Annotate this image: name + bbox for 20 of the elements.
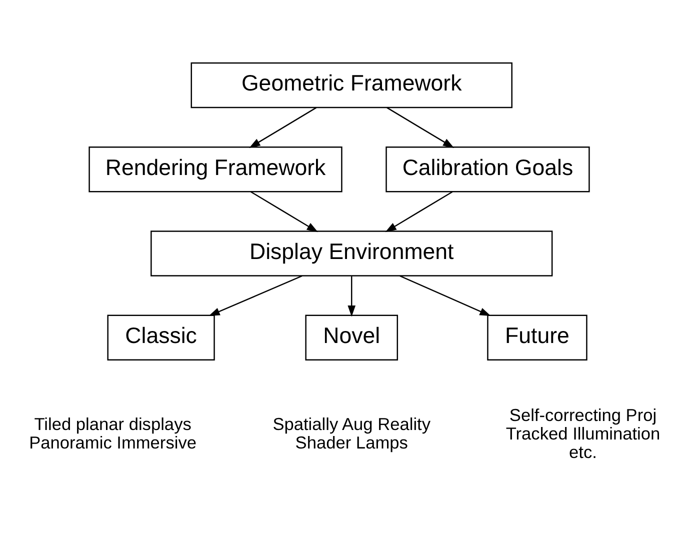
node-label: etc. [569, 442, 597, 462]
arrow [249, 107, 317, 148]
node-label: Shader Lamps [295, 432, 408, 453]
node-box: Display Environment [150, 230, 553, 276]
arrow [348, 276, 356, 317]
arrow [400, 275, 491, 316]
node-box: Geometric Framework [190, 62, 512, 108]
node-box: Novel [305, 314, 398, 361]
node-label: Tiled planar displays [34, 414, 192, 434]
node-label: Self-correcting Proj [509, 404, 657, 425]
node-box: Rendering Framework [88, 146, 342, 192]
node-box: Classic [107, 314, 215, 361]
node-box: Calibration Goals [386, 146, 590, 192]
arrow [385, 191, 453, 232]
arrow [386, 107, 454, 148]
node-label: Panoramic Immersive [29, 432, 196, 453]
node-box: Future [487, 314, 588, 361]
arrow [208, 275, 302, 316]
node-label: Spatially Aug Reality [272, 414, 431, 434]
arrow [250, 191, 318, 232]
